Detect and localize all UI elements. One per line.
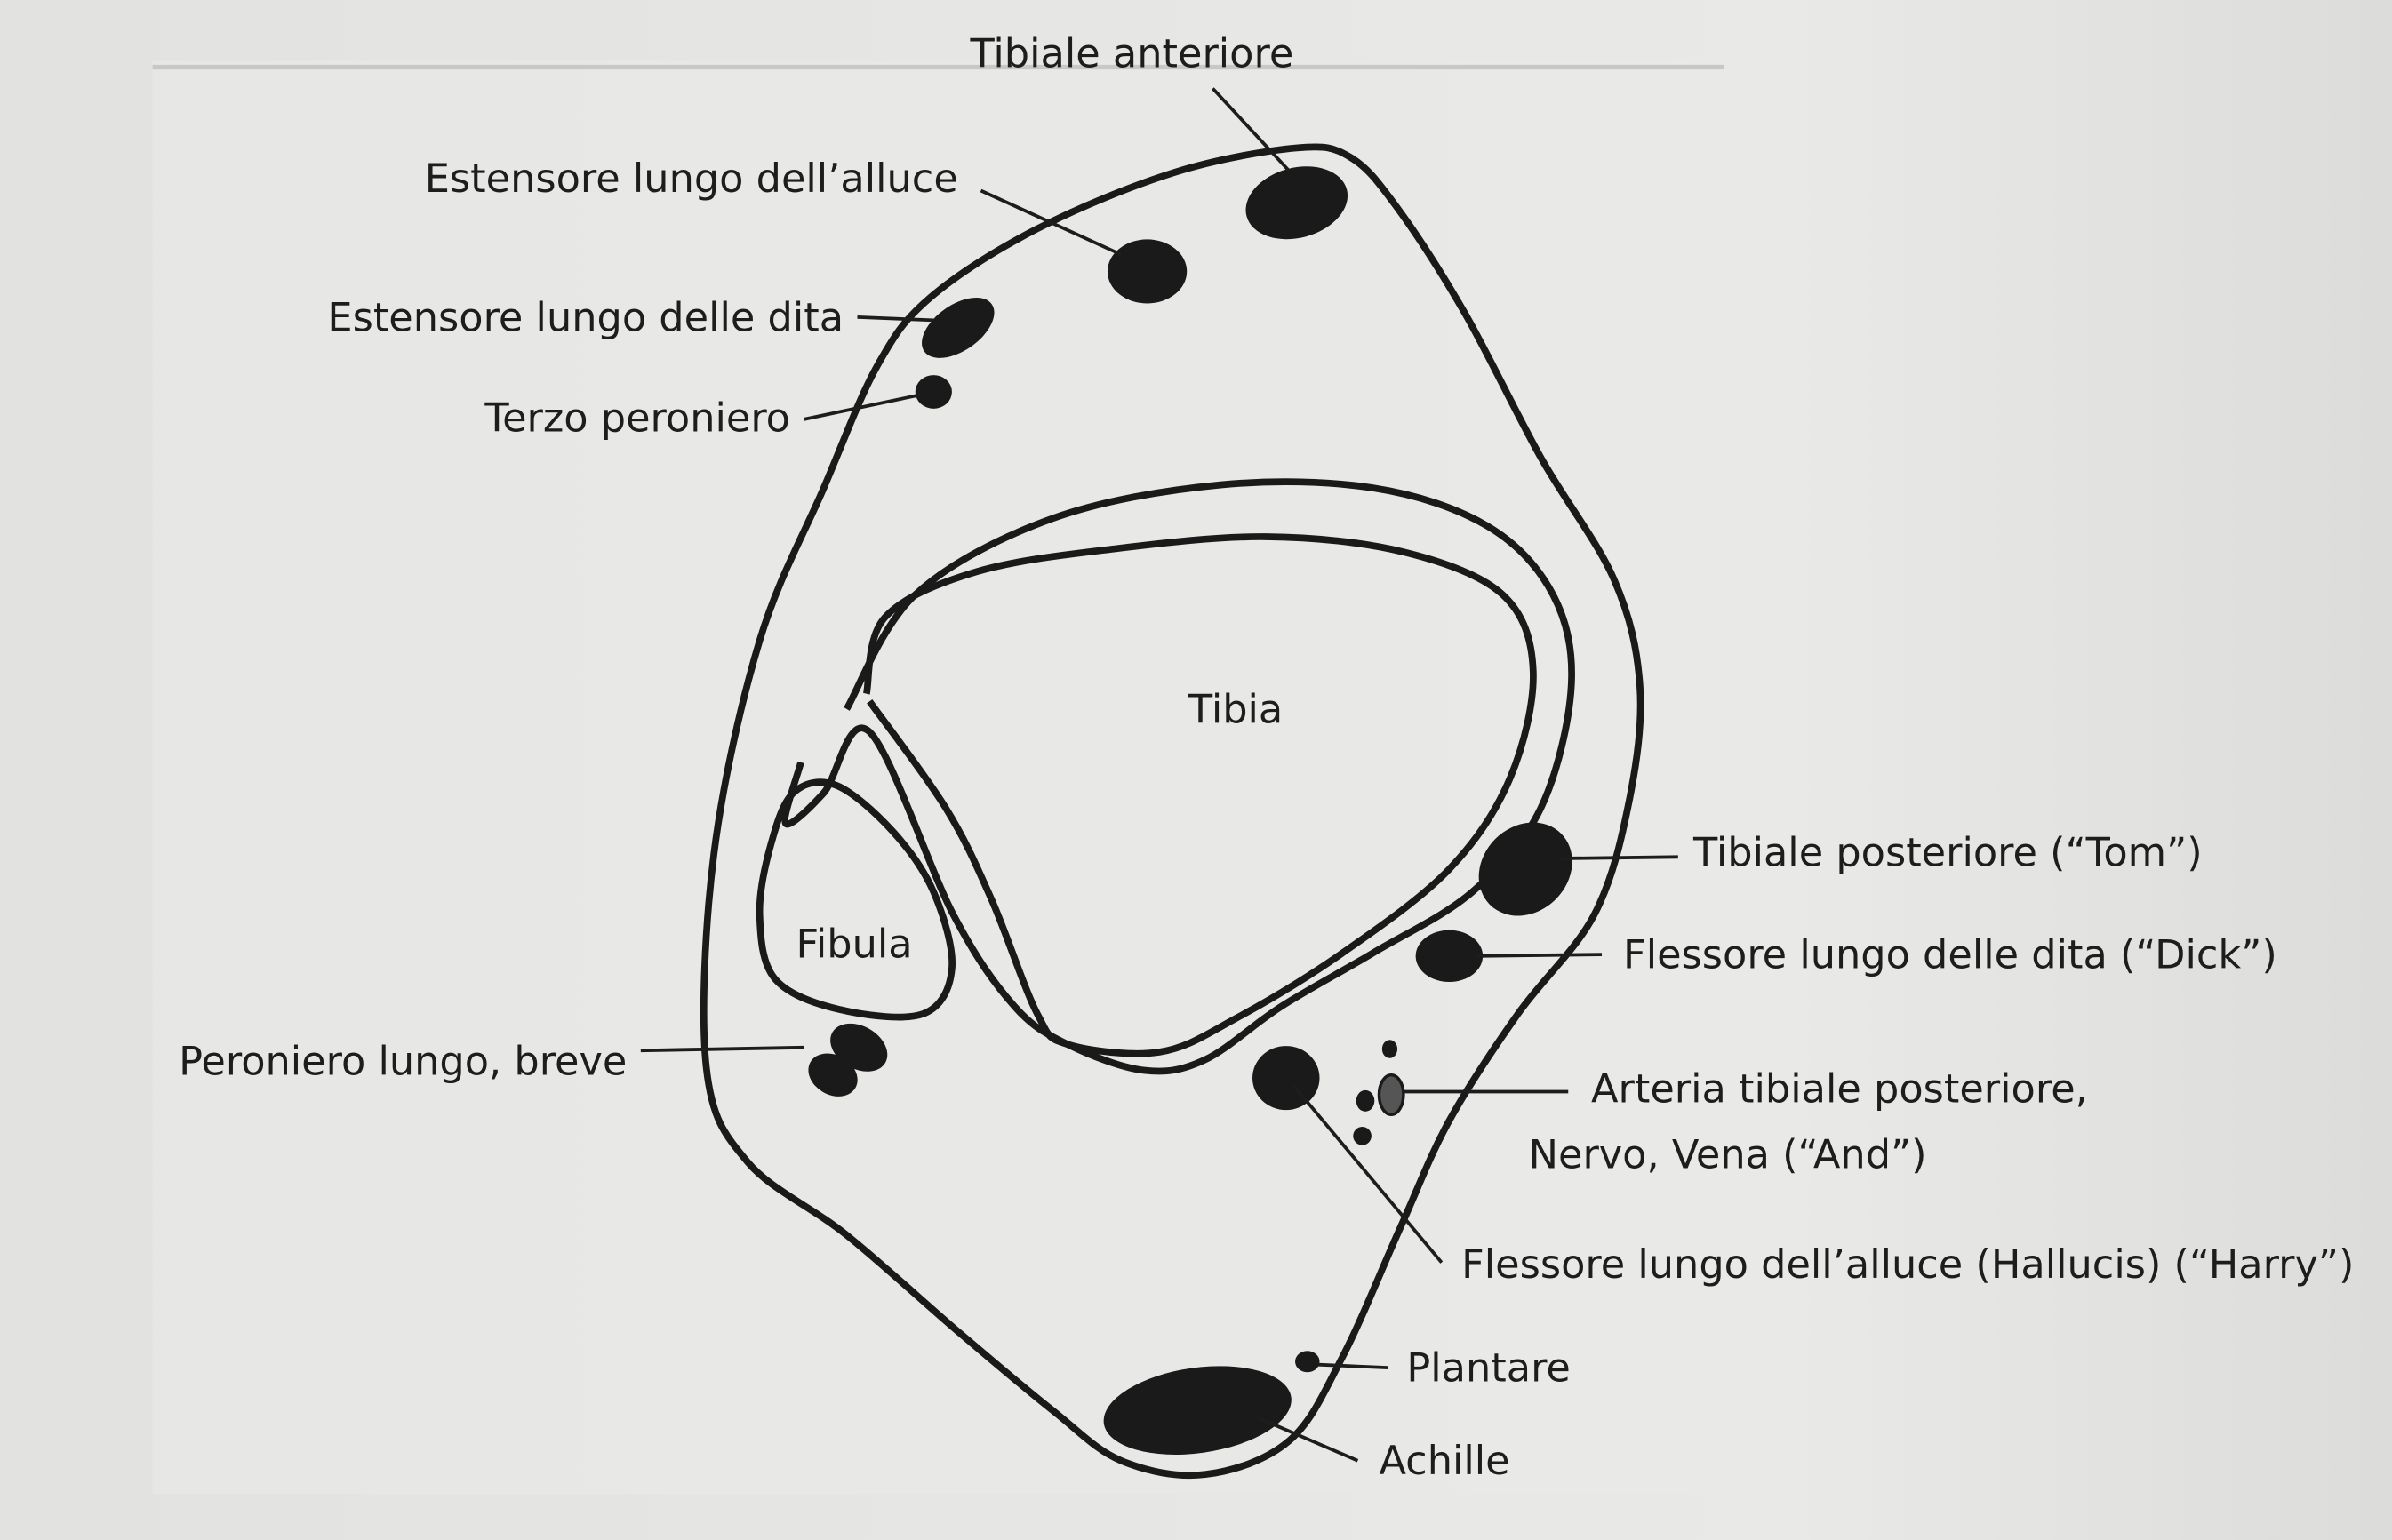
label-achille: Achille (1379, 1438, 1509, 1484)
tibia-inner-outline (862, 533, 1537, 1057)
leader-estensore-dita (857, 315, 934, 323)
label-fibula: Fibula (796, 922, 912, 968)
terzo-peroniero-tendon (915, 375, 952, 409)
estensore-dita-tendon (922, 297, 995, 358)
tibiale-anteriore-tendon (1245, 166, 1348, 240)
plantare-tendon (1295, 1351, 1320, 1373)
label-tibiale-anteriore: Tibiale anteriore (970, 31, 1294, 77)
achille-tendon (1103, 1366, 1292, 1455)
leader-tibiale-anteriore (1211, 87, 1291, 172)
vena-tibiale-1 (1356, 1089, 1375, 1112)
label-arteria: Arteria tibiale posteriore, (1591, 1066, 2088, 1113)
vena-tibiale-2 (1353, 1127, 1372, 1145)
leader-terzo-peroniero (804, 393, 921, 421)
leader-peroniero (640, 1045, 804, 1053)
tibiale-posteriore-tendon (1478, 822, 1572, 916)
arteria-tibiale-vessel (1381, 1040, 1398, 1058)
estensore-alluce-tendon (1107, 239, 1188, 304)
leader-estensore-alluce (980, 188, 1123, 257)
label-tibiale-posteriore: Tibiale posteriore (“Tom”) (1692, 830, 2203, 876)
label-tibia: Tibia (1188, 686, 1283, 732)
flessore-alluce-tendon (1252, 1046, 1320, 1111)
label-peroniero: Peroniero lungo, breve (179, 1039, 627, 1085)
peroniero-breve-tendon (808, 1053, 858, 1097)
leader-tibiale-posteriore (1558, 855, 1678, 860)
label-estensore-dita: Estensore lungo delle dita (327, 294, 844, 340)
label-estensore-alluce: Estensore lungo dell’alluce (425, 156, 958, 202)
label-flessore-dita: Flessore lungo delle dita (“Dick”) (1623, 932, 2277, 978)
leader-flessore-dita (1476, 953, 1603, 958)
leader-achille (1258, 1416, 1359, 1463)
nervo-tibiale (1377, 1073, 1405, 1116)
leg-outline (700, 143, 1644, 1480)
label-flessore-alluce: Flessore lungo dell’alluce (Hallucis) (“… (1461, 1241, 2354, 1288)
tibia-outer-outline (781, 478, 1575, 1075)
label-plantare: Plantare (1406, 1345, 1571, 1392)
leader-flessore-alluce (1292, 1084, 1444, 1264)
leader-plantare (1317, 1362, 1388, 1369)
flessore-dita-tendon (1415, 930, 1484, 983)
printed-panel (152, 60, 1740, 1495)
label-terzo-peroniero: Terzo peroniero (484, 395, 790, 442)
fibula-outline (756, 778, 956, 1021)
label-nervo-vena: Nervo, Vena (“And”) (1529, 1131, 1927, 1177)
